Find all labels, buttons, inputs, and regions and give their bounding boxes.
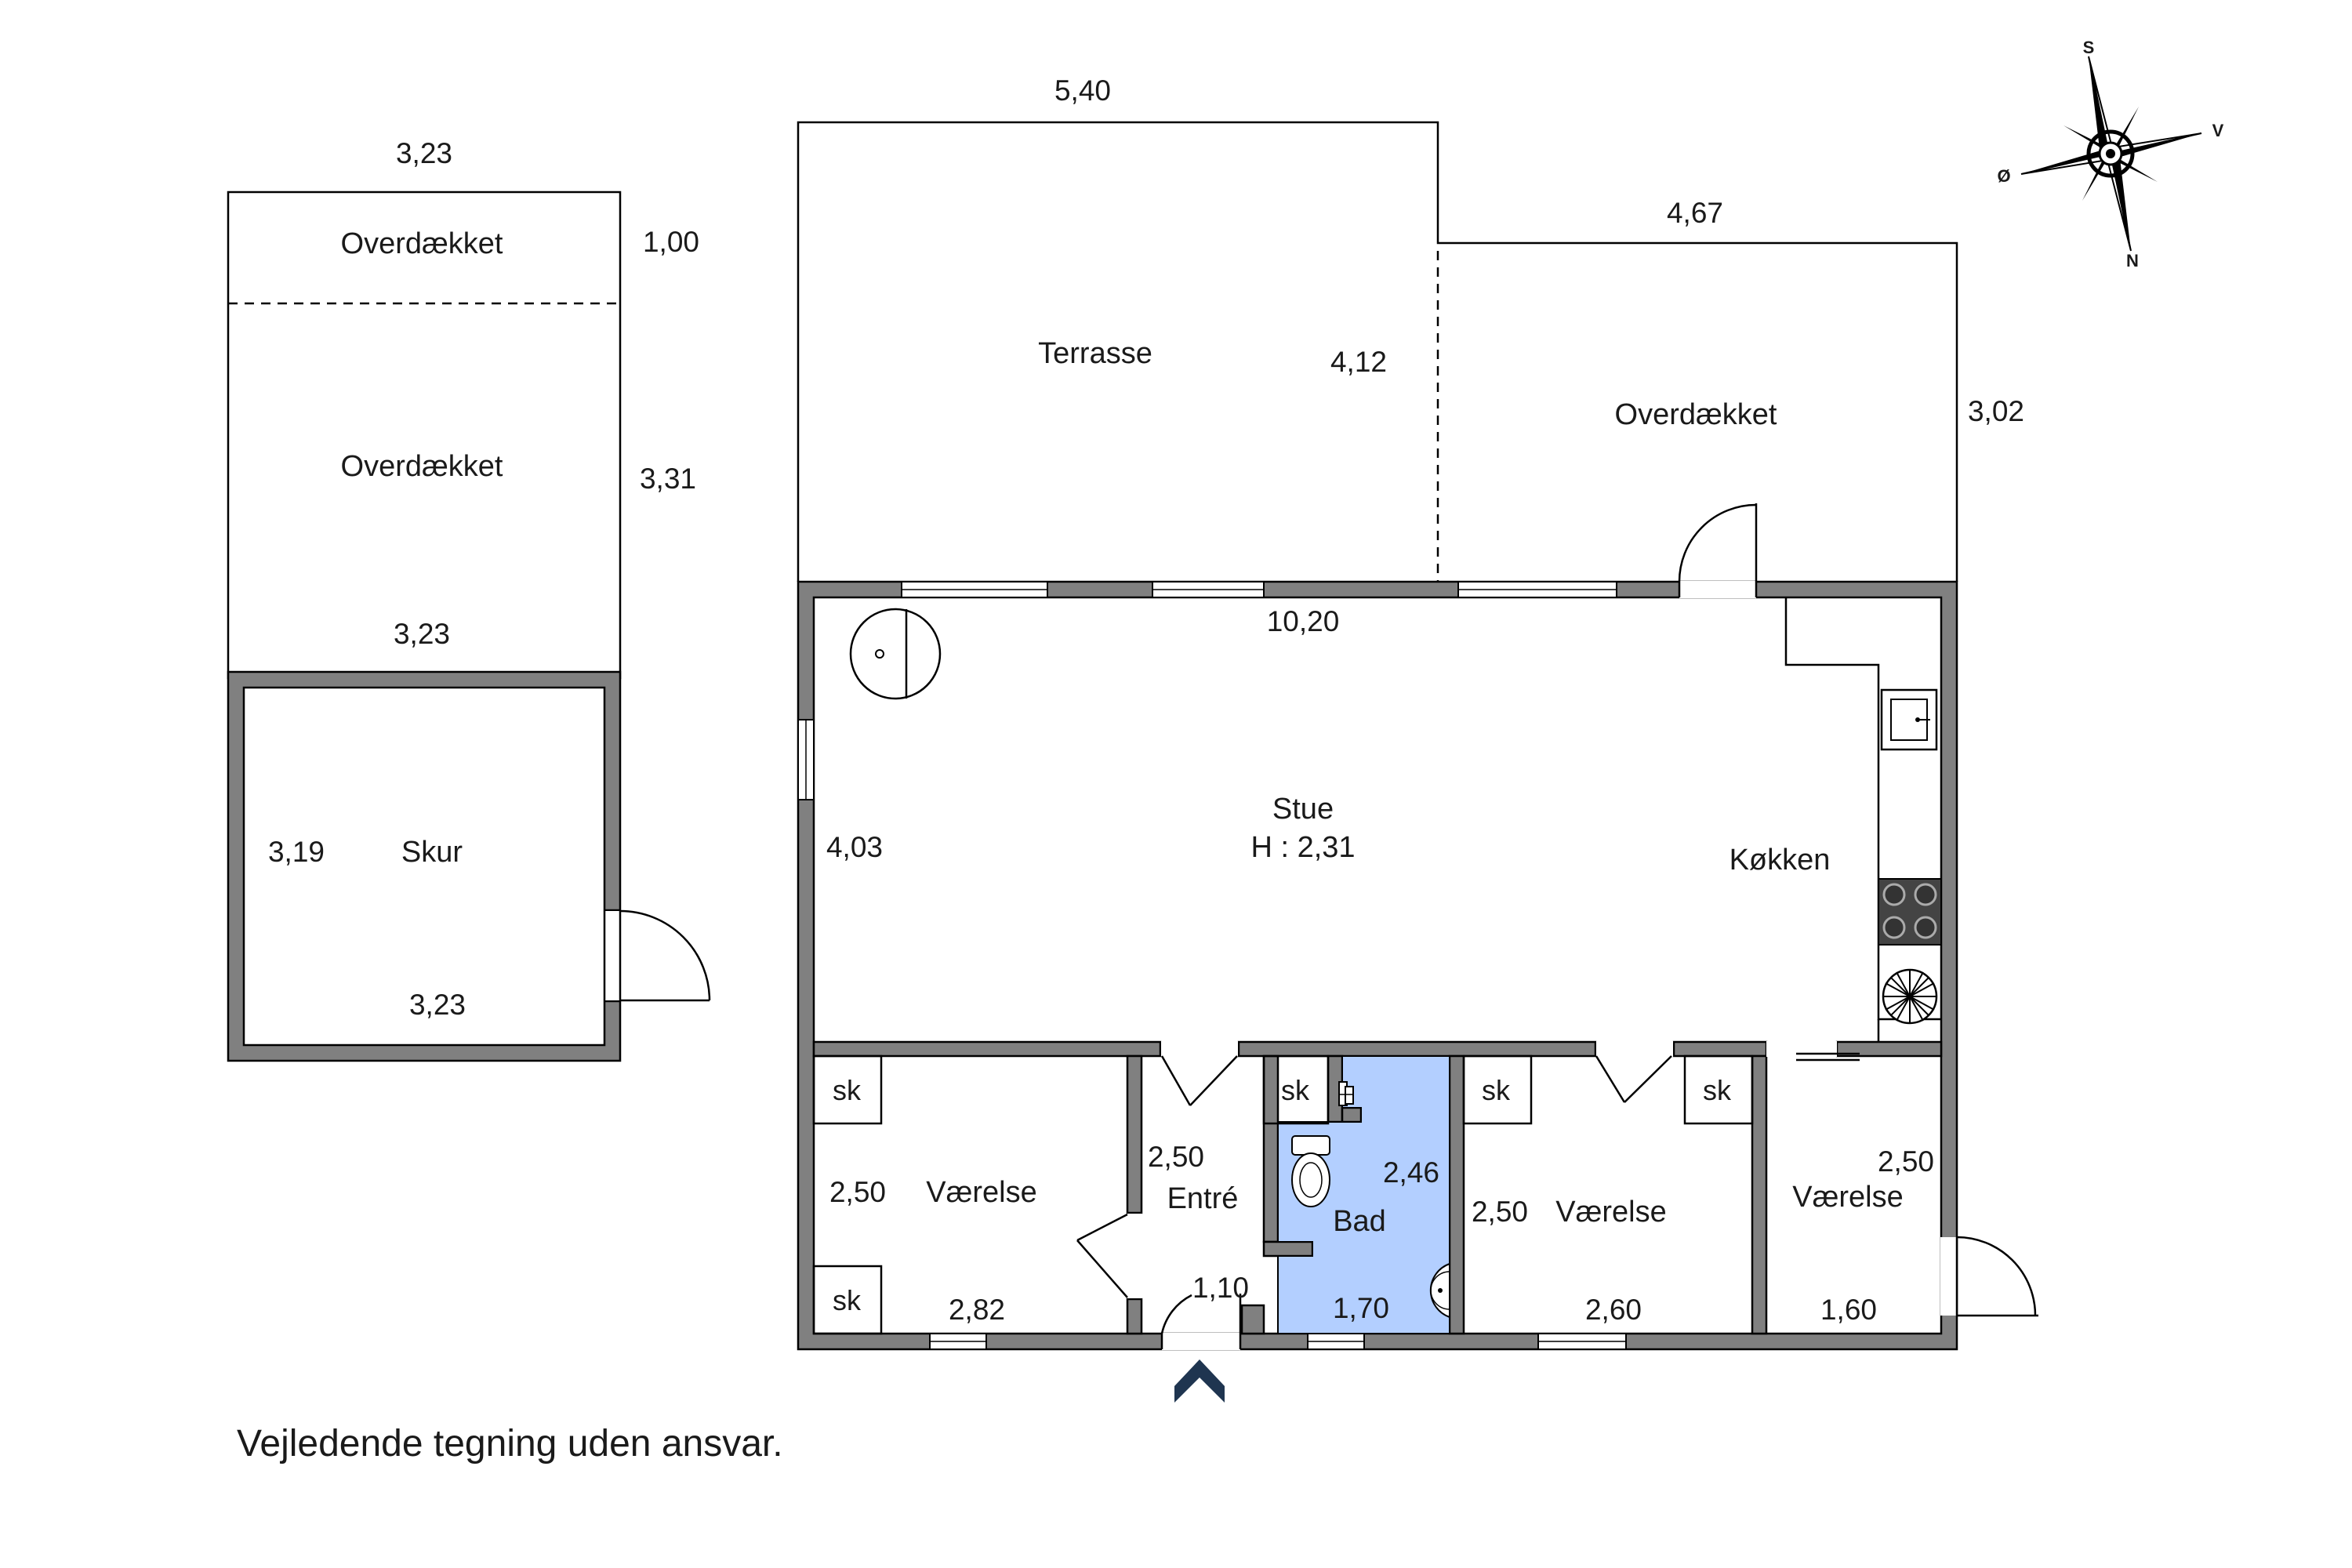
room2-label: Værelse — [1555, 1196, 1667, 1229]
shed-covered-small-label: Overdækket — [341, 227, 503, 260]
room2-width: 2,60 — [1585, 1294, 1642, 1326]
room1-door — [1076, 1213, 1142, 1298]
entry-width: 1,10 — [1192, 1272, 1249, 1304]
compass-east: Ø — [1997, 166, 2010, 186]
fixtures: sk sk sk sk sk — [812, 597, 1942, 1335]
covered-depth: 3,02 — [1968, 395, 2024, 427]
shed-label: Skur — [401, 836, 463, 869]
front-door — [1160, 1294, 1242, 1350]
room-labels: 10,20 Stue H : 2,31 4,03 Køkken 2,50 Vær… — [826, 605, 1934, 1326]
cooktop-icon — [1878, 878, 1942, 946]
terrace-label: Terrasse — [1038, 337, 1152, 370]
room1-label: Værelse — [926, 1176, 1037, 1209]
bathroom-floor — [1277, 1055, 1450, 1334]
compass-north: N — [2126, 251, 2139, 270]
shed-covered-outline — [227, 191, 622, 680]
shed-width-top: 3,23 — [396, 137, 452, 169]
covered-label: Overdækket — [1615, 398, 1777, 431]
closet-room2-right: sk — [1683, 1054, 1754, 1125]
disclaimer: Vejledende tegning uden ansvar. — [237, 1423, 783, 1465]
room3-depth: 2,50 — [1878, 1145, 1934, 1178]
shed-door-swing — [619, 909, 711, 1001]
bath-width: 1,70 — [1333, 1292, 1389, 1324]
room2-depth: 2,50 — [1472, 1196, 1528, 1228]
window-stue-2 — [1152, 581, 1265, 598]
doors — [1076, 503, 2038, 1350]
shed-depth-small: 1,00 — [643, 226, 699, 258]
living-depth: 4,03 — [826, 831, 883, 863]
closet-room1-bottom: sk — [812, 1265, 883, 1335]
svg-text:sk: sk — [833, 1284, 862, 1316]
closet-room1-top: sk — [812, 1054, 883, 1125]
shed-depth-covered: 3,31 — [640, 463, 696, 495]
window-bath — [1307, 1333, 1365, 1350]
washbasin-icon — [1429, 1262, 1450, 1319]
compass-rose-icon: S V Ø N — [1997, 38, 2223, 270]
window-stue-3 — [1457, 581, 1617, 598]
covered-width: 4,67 — [1667, 197, 1723, 229]
wood-stove-icon — [849, 608, 942, 700]
windows — [797, 581, 1627, 1350]
shed-building: 3,23 Overdækket 1,00 Overdækket 3,31 3,2… — [227, 137, 711, 1062]
room3-width: 1,60 — [1820, 1294, 1877, 1326]
living-width: 10,20 — [1267, 605, 1340, 637]
entry-stue-door — [1160, 1041, 1238, 1106]
bath-depth: 2,46 — [1383, 1156, 1439, 1189]
terrace-width: 5,40 — [1054, 74, 1111, 107]
svg-text:sk: sk — [1482, 1074, 1511, 1106]
room1-width: 2,82 — [949, 1294, 1005, 1326]
window-stue-west — [797, 719, 815, 800]
room2-door — [1595, 1041, 1673, 1103]
svg-text:sk: sk — [1281, 1074, 1310, 1106]
room1-depth: 2,50 — [829, 1176, 886, 1208]
interior-walls — [812, 1040, 1943, 1335]
water-heater-icon — [1338, 1081, 1354, 1106]
window-room2 — [1537, 1333, 1627, 1350]
compass-south: S — [2083, 38, 2095, 57]
living-height: H : 2,31 — [1250, 831, 1355, 864]
shed-width-bottom: 3,23 — [409, 989, 466, 1021]
bath-label: Bad — [1333, 1205, 1386, 1238]
terrace-area: 5,40 Terrasse 4,12 4,67 Overdækket 3,02 — [797, 74, 2024, 582]
room3-label: Værelse — [1792, 1181, 1904, 1214]
extractor-fan-icon — [1882, 968, 1938, 1025]
shed-width-mid: 3,23 — [394, 618, 450, 650]
entry-depth: 2,50 — [1148, 1141, 1204, 1173]
terrace-outline — [797, 121, 1958, 582]
kitchen-counter — [1784, 597, 1941, 1021]
kitchen-sink-icon — [1880, 688, 1938, 751]
kitchen-label: Køkken — [1730, 844, 1831, 877]
window-stue-1 — [901, 581, 1048, 598]
terrace-depth: 4,12 — [1330, 346, 1387, 378]
living-label: Stue — [1272, 793, 1334, 826]
compass-west: V — [2212, 121, 2224, 140]
shed-depth: 3,19 — [268, 836, 325, 868]
closet-bath: sk — [1262, 1054, 1330, 1125]
room3-exterior-door — [1940, 1236, 2038, 1317]
window-room1 — [929, 1333, 987, 1350]
closet-room2-left: sk — [1462, 1054, 1533, 1125]
room3-sliding-door — [1766, 1041, 1860, 1062]
svg-text:sk: sk — [1703, 1074, 1732, 1106]
toilet-icon — [1291, 1135, 1330, 1207]
svg-text:sk: sk — [833, 1074, 862, 1106]
entry-label: Entré — [1167, 1182, 1239, 1215]
terrace-door — [1678, 503, 1758, 598]
entry-arrow-icon — [1174, 1359, 1225, 1403]
shed-covered-label: Overdækket — [341, 450, 503, 483]
